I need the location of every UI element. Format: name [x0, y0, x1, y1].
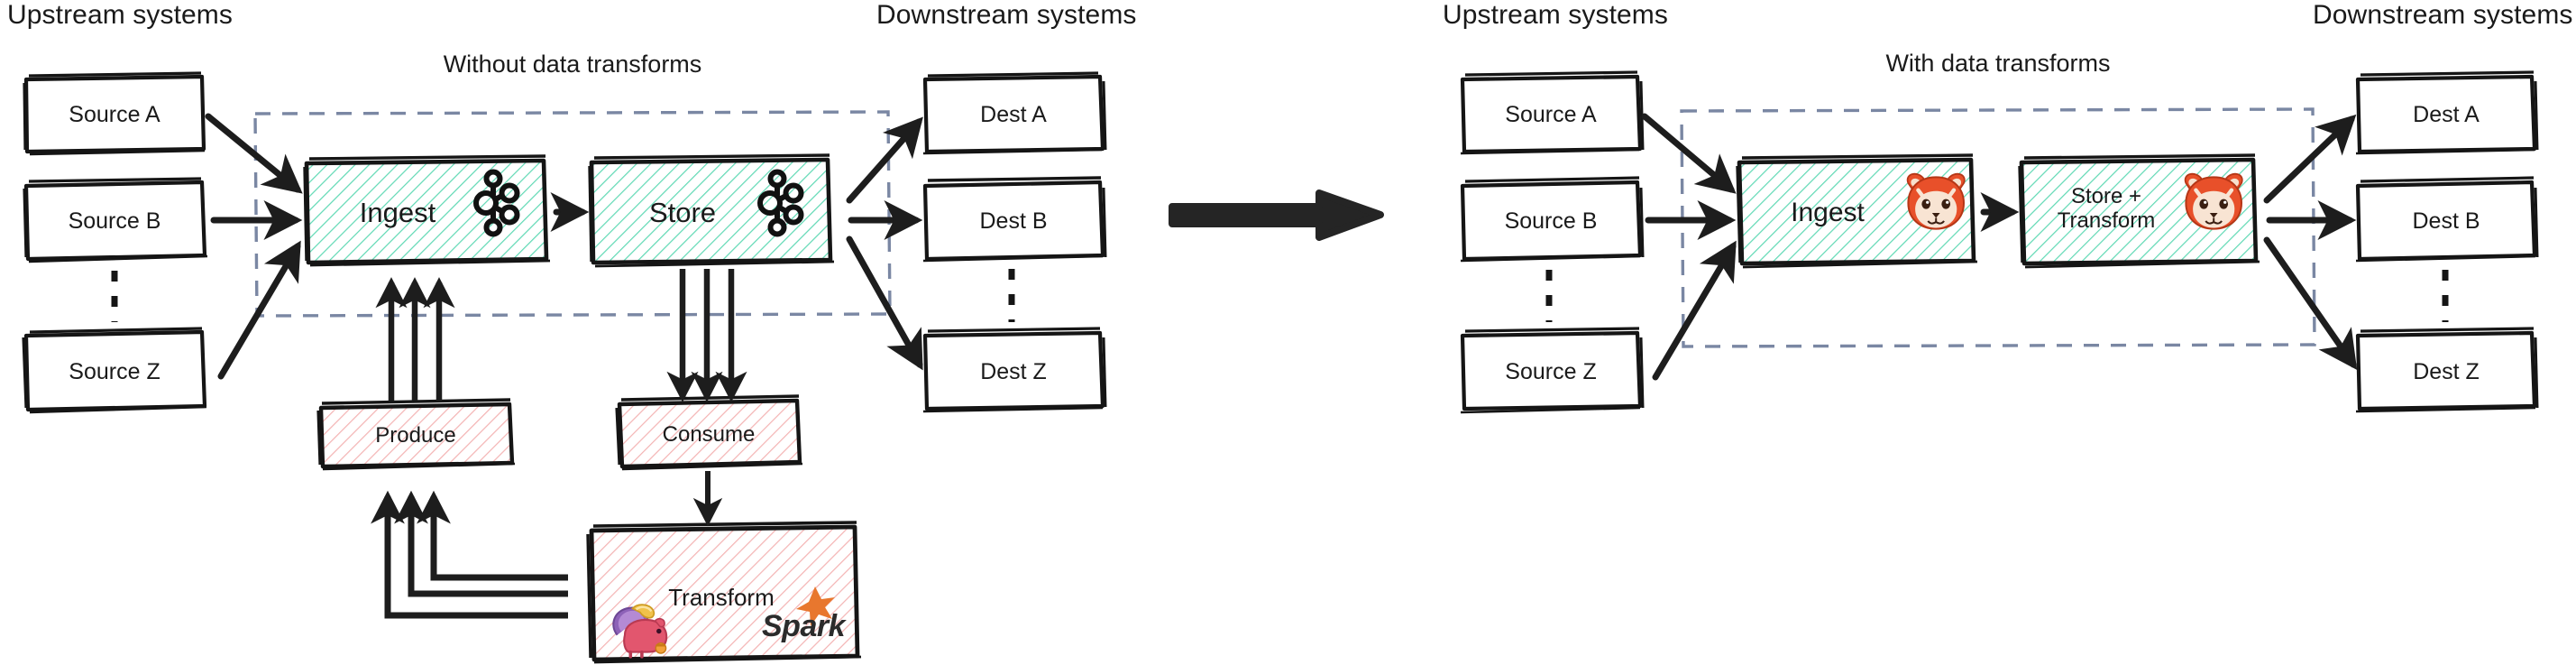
right-section-title: With data transforms [1885, 50, 2111, 77]
right-flow-arrows [1641, 113, 2358, 381]
left-section-title: Without data transforms [443, 51, 702, 78]
left-transform-to-produce-arrows [371, 490, 568, 619]
kafka-icon [473, 169, 520, 237]
left-upstream-header: Upstream systems [7, 0, 233, 30]
left-produce-arrows [375, 277, 455, 401]
right-boundary-dashed [1680, 107, 2316, 348]
right-downstream-header: Downstream systems [2313, 0, 2573, 30]
left-source-b-box [23, 177, 208, 263]
right-source-z-box [1460, 327, 1645, 414]
flink-squirrel-icon [612, 604, 668, 659]
redpanda-icon [2184, 172, 2243, 230]
left-downstream-header: Downstream systems [876, 0, 1137, 30]
right-source-b-box [1460, 176, 1645, 263]
left-source-a-box [23, 71, 206, 156]
left-consume-box [615, 394, 803, 471]
redpanda-icon [1906, 172, 1966, 230]
right-upstream-header: Upstream systems [1443, 0, 1668, 30]
spark-wordmark: Spark [762, 609, 846, 643]
left-ingest-box [303, 154, 551, 267]
left-dest-z-box [922, 327, 1107, 413]
right-dest-z-box [2355, 327, 2539, 413]
left-dest-a-box [922, 71, 1107, 155]
spark-icon [796, 586, 835, 626]
kafka-icon [757, 169, 804, 237]
center-transition-arrow [1169, 189, 1384, 241]
right-dest-b-box [2355, 176, 2539, 263]
right-dest-a-box [2355, 70, 2539, 155]
left-consume-arrows [666, 269, 747, 402]
left-source-z-box [22, 327, 207, 414]
left-dest-b-box [922, 176, 1107, 263]
right-source-a-box [1460, 70, 1645, 155]
left-produce-box [316, 398, 516, 471]
left-flow-arrows [205, 113, 923, 380]
